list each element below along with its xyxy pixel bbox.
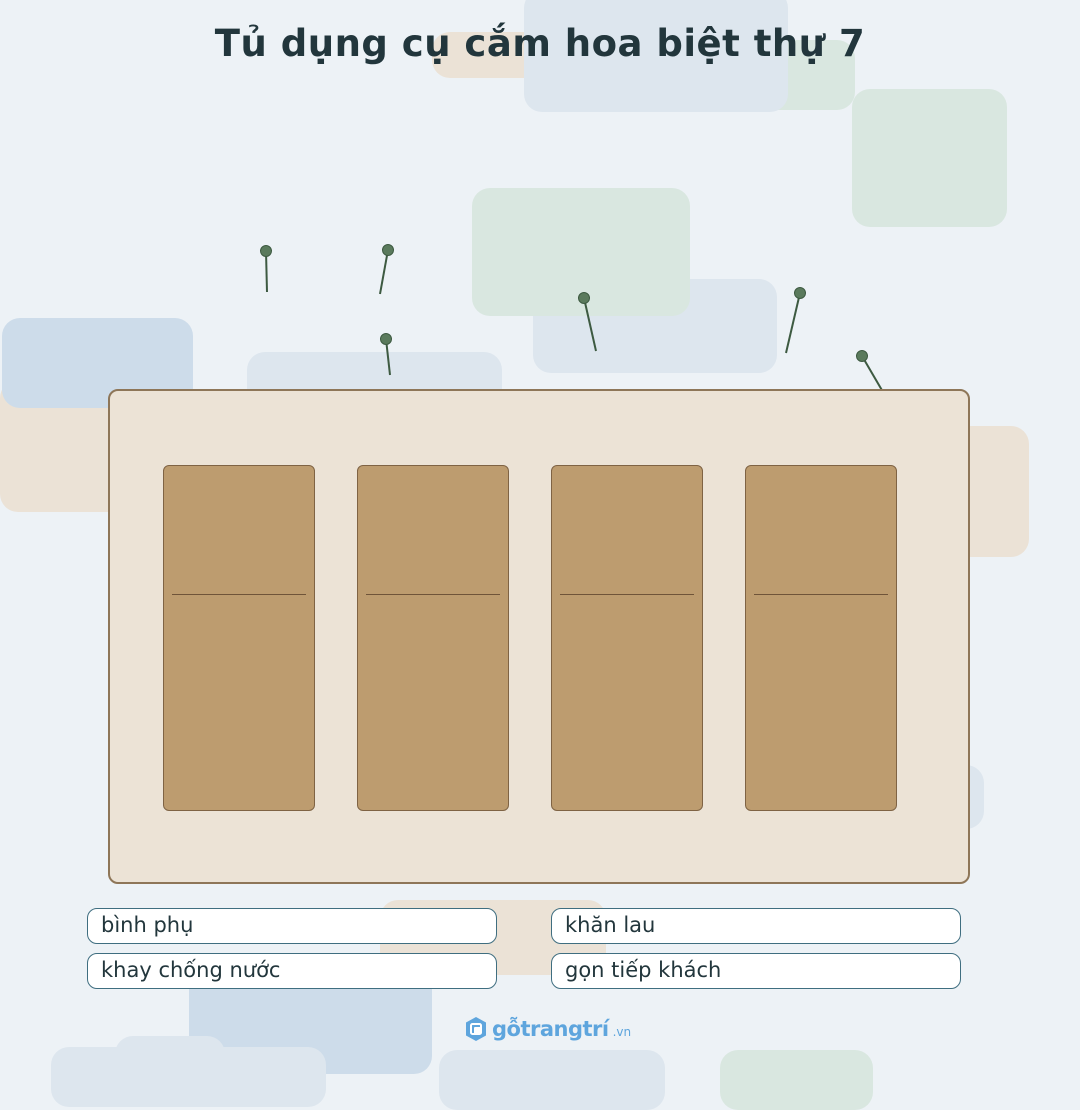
flower-stem — [578, 292, 597, 352]
door-shelf-line — [754, 594, 888, 595]
cabinet-door-1 — [163, 465, 315, 811]
go-trang-tri-logo-icon — [466, 1017, 486, 1041]
label-gon-tiep-khach: gọn tiếp khách — [551, 953, 961, 989]
flower-stem — [260, 245, 272, 293]
label-khan-lau: khăn lau — [551, 908, 961, 944]
brand-logo: gỗtrangtrí .vn — [464, 1014, 631, 1044]
label-binh-phu: bình phụ — [87, 908, 497, 944]
background-block — [852, 89, 1007, 227]
cabinet-door-2 — [357, 465, 509, 811]
page-title: Tủ dụng cụ cắm hoa biệt thự 7 — [214, 22, 866, 65]
logo-suffix: .vn — [612, 1025, 632, 1039]
door-shelf-line — [560, 594, 694, 595]
flower-stem — [785, 287, 806, 354]
background-block — [524, 0, 788, 112]
flower-stem — [379, 244, 394, 295]
door-shelf-line — [172, 594, 306, 595]
cabinet-door-3 — [551, 465, 703, 811]
logo-text: gỗtrangtrí — [492, 1017, 609, 1041]
flower-stems — [260, 244, 884, 393]
flower-stem — [856, 350, 884, 393]
door-shelf-line — [366, 594, 500, 595]
label-khay-chong-nuoc: khay chống nước — [87, 953, 497, 989]
cabinet-door-4 — [745, 465, 897, 811]
flower-stem — [380, 333, 392, 376]
flower-tool-cabinet — [108, 389, 970, 884]
